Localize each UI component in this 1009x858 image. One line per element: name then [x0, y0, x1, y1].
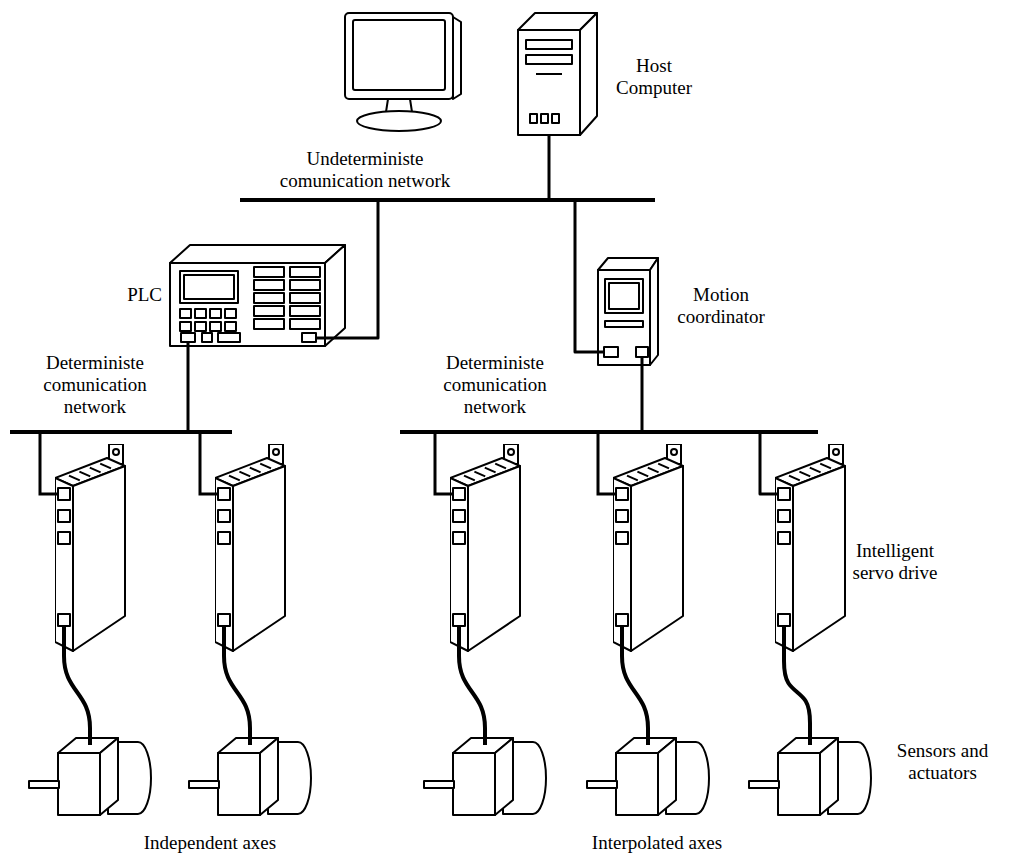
network-wire: [187, 348, 190, 430]
network-bus: Deterministe comunication network: [10, 430, 232, 434]
network-wire: [575, 202, 596, 352]
servo-drive-shape: [775, 444, 850, 656]
servo-drive: [450, 444, 520, 656]
node-label: PLC: [96, 284, 162, 306]
node-label: Deterministe comunication network: [430, 352, 560, 418]
network-bus: Undeterministe comunication network: [240, 198, 655, 202]
servo-drive: [215, 444, 285, 656]
servo-motor-shape: [748, 728, 873, 818]
network-wire: [348, 202, 378, 338]
network-wire: [200, 432, 215, 494]
network-wire: [760, 434, 775, 494]
node-label: Motion coordinator: [666, 284, 776, 328]
motor-cables: [64, 656, 648, 728]
network-wire: [40, 432, 55, 494]
node-label: Deterministe comunication network: [30, 352, 160, 418]
motion-coordinator-shape: [596, 255, 660, 368]
plc-shape: [168, 243, 348, 348]
servo-drive: [613, 444, 683, 656]
host-computer: Host Computer: [340, 8, 602, 138]
node-label: Host Computer: [604, 55, 704, 99]
servo-drive: [55, 444, 125, 656]
group-label: Independent axes: [130, 832, 290, 854]
group-label: Interpolated axes: [577, 832, 737, 854]
servo-motor: [424, 728, 546, 815]
motor-cable: [224, 656, 250, 728]
servo-motor: [29, 728, 151, 815]
servo-motor: Sensors and actuators: [748, 728, 873, 818]
node-label: Undeterministe comunication network: [270, 148, 460, 192]
servo-motor: [587, 728, 709, 815]
motor-cable: [784, 656, 810, 728]
servo-motor: [189, 728, 311, 815]
network-wire: [435, 432, 450, 494]
network-bus: Deterministe comunication network: [400, 430, 818, 434]
servo-drive: Intelligent servo drive: [775, 444, 850, 656]
host-computer-drawing: [345, 13, 597, 138]
servo-drive-drawing: [775, 444, 845, 656]
servo-motor-drawing: [749, 728, 871, 815]
plc: PLC: [168, 243, 348, 348]
motor-cable: [64, 656, 90, 728]
node-label: Intelligent servo drive: [840, 540, 950, 584]
network-wire: [641, 368, 644, 430]
host-computer-shape: [340, 8, 602, 138]
plc-drawing: [170, 245, 348, 348]
network-wire: [598, 432, 613, 494]
motion-coordinator: Motion coordinator: [596, 255, 660, 368]
motor-cable: [622, 656, 648, 728]
motor-cable: [459, 656, 485, 728]
network-wire: [548, 138, 551, 198]
motion-coordinator-drawing: [596, 258, 658, 368]
node-label: Sensors and actuators: [885, 740, 1000, 784]
